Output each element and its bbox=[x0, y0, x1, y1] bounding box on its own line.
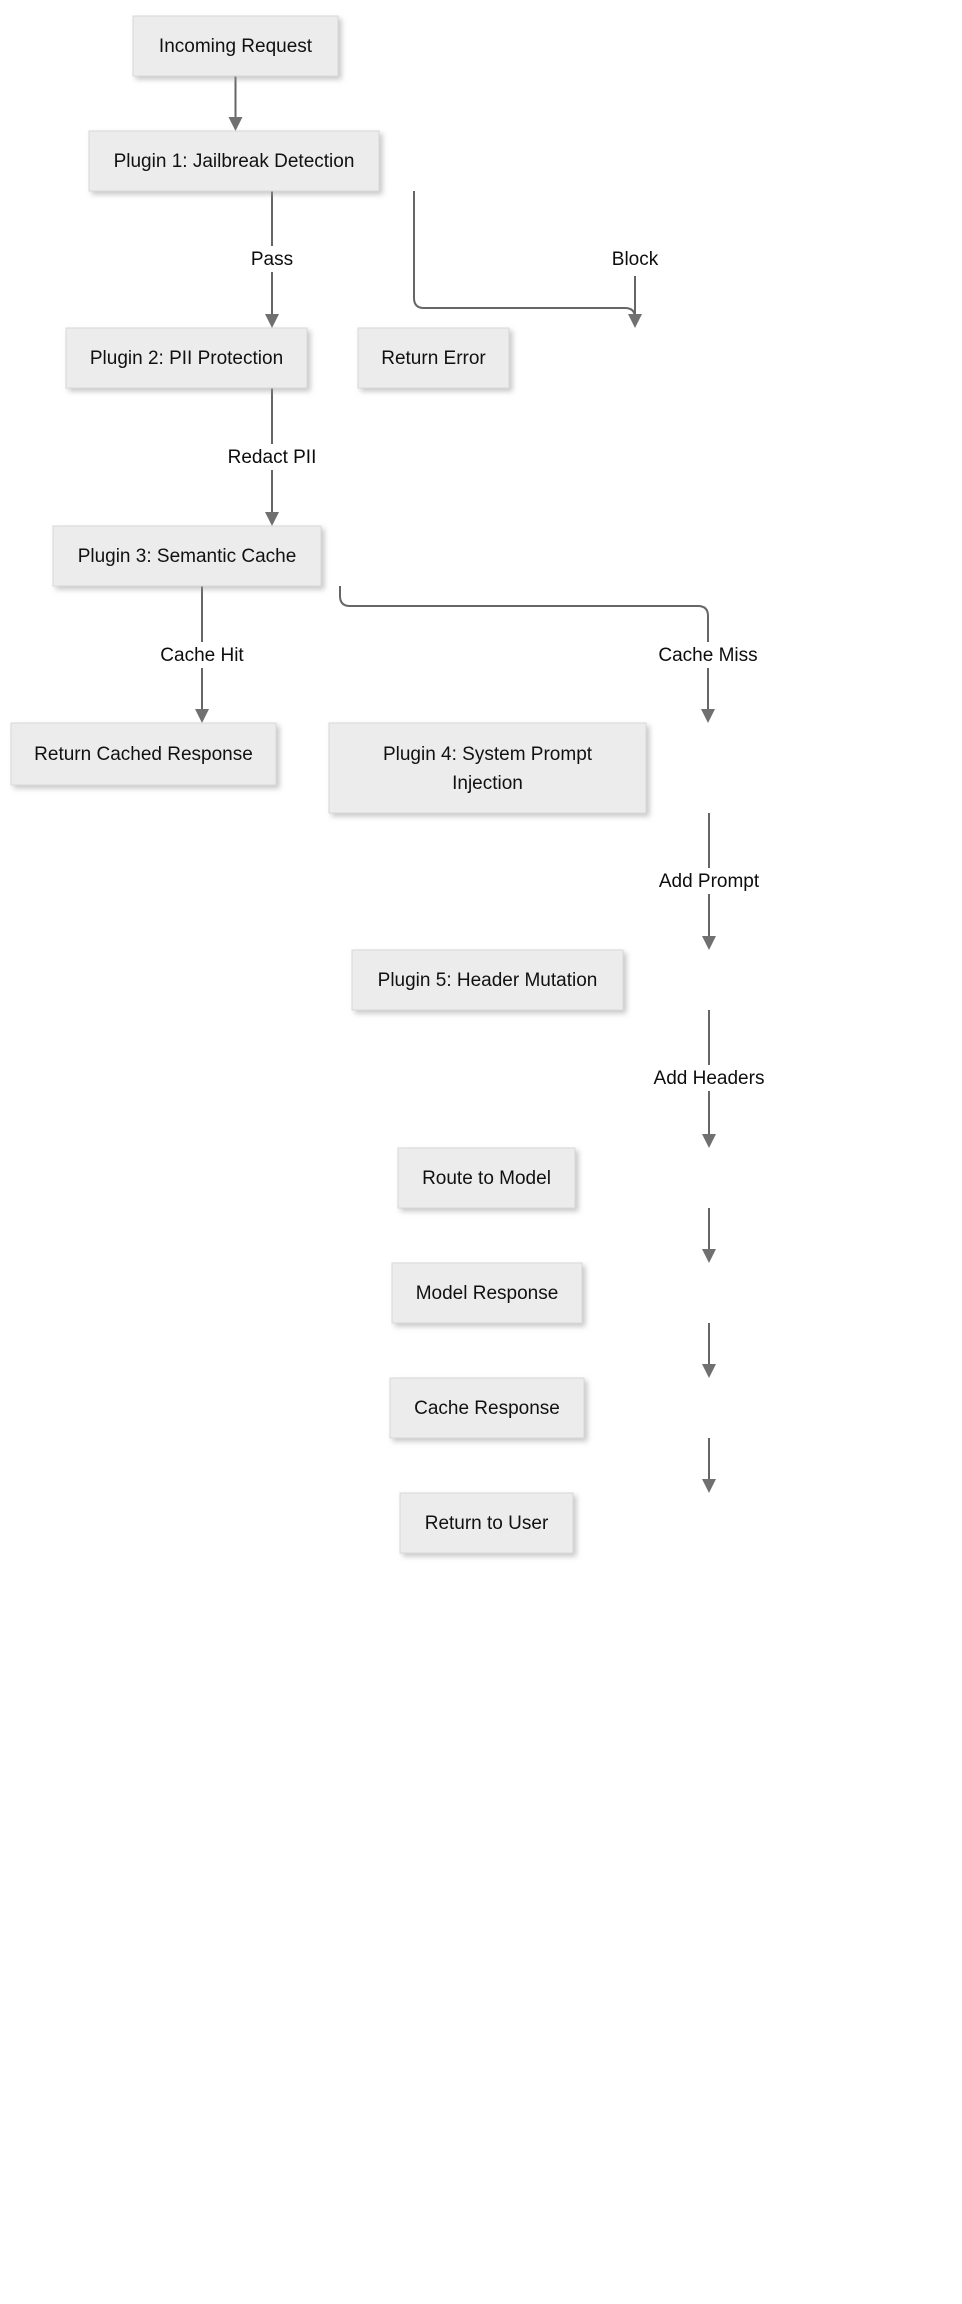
node-label: Model Response bbox=[416, 1283, 559, 1304]
svg-text:Cache Miss: Cache Miss bbox=[658, 645, 757, 666]
edge-label-cache-miss: Cache Miss bbox=[648, 642, 768, 668]
edge-label-add-headers: Add Headers bbox=[642, 1065, 776, 1091]
node-label-line-2: Injection bbox=[452, 773, 523, 794]
edges-layer bbox=[195, 76, 716, 1493]
svg-text:Redact PII: Redact PII bbox=[228, 447, 317, 468]
node-plugin-2-pii-protection[interactable]: Plugin 2: PII Protection bbox=[65, 327, 308, 389]
node-label: Plugin 5: Header Mutation bbox=[378, 970, 598, 991]
edge-label-add-prompt: Add Prompt bbox=[645, 868, 773, 894]
node-label-line-1: Plugin 4: System Prompt bbox=[383, 744, 593, 765]
edge-routemodel-to-modelresponse bbox=[702, 1208, 716, 1263]
node-label: Plugin 2: PII Protection bbox=[90, 348, 283, 369]
node-incoming-request[interactable]: Incoming Request bbox=[132, 15, 339, 77]
node-label: Return to User bbox=[425, 1513, 549, 1534]
node-label: Plugin 3: Semantic Cache bbox=[78, 546, 297, 567]
node-plugin-5-header-mutation[interactable]: Plugin 5: Header Mutation bbox=[351, 949, 624, 1011]
edge-incoming-to-plugin1 bbox=[228, 76, 243, 131]
edge-label-block: Block bbox=[599, 246, 671, 272]
edge-modelresponse-to-cacheresponse bbox=[702, 1323, 716, 1378]
svg-text:Cache Hit: Cache Hit bbox=[160, 645, 244, 666]
node-return-error[interactable]: Return Error bbox=[357, 327, 510, 389]
node-label: Return Cached Response bbox=[34, 744, 253, 765]
node-label: Route to Model bbox=[422, 1168, 551, 1189]
nodes-layer: Incoming Request Plugin 1: Jailbreak Det… bbox=[10, 15, 647, 1554]
edge-plugin1-to-returnerror bbox=[413, 191, 642, 328]
node-plugin-4-system-prompt-injection[interactable]: Plugin 4: System Prompt Injection bbox=[328, 722, 647, 814]
node-cache-response[interactable]: Cache Response bbox=[389, 1377, 585, 1439]
node-plugin-1-jailbreak-detection[interactable]: Plugin 1: Jailbreak Detection bbox=[88, 130, 380, 192]
node-return-cached-response[interactable]: Return Cached Response bbox=[10, 722, 277, 786]
node-label: Return Error bbox=[381, 348, 486, 369]
edge-plugin3-to-plugin4 bbox=[339, 586, 715, 723]
node-label: Plugin 1: Jailbreak Detection bbox=[114, 151, 355, 172]
svg-text:Add Prompt: Add Prompt bbox=[659, 871, 760, 892]
node-model-response[interactable]: Model Response bbox=[391, 1262, 583, 1324]
edge-labels-layer: Pass Block Redact PII Cache Hit Cache Mi… bbox=[148, 246, 776, 1091]
edge-label-redact-pii: Redact PII bbox=[216, 444, 328, 470]
node-return-to-user[interactable]: Return to User bbox=[399, 1492, 574, 1554]
edge-label-pass: Pass bbox=[240, 246, 304, 272]
svg-text:Add Headers: Add Headers bbox=[654, 1068, 765, 1089]
node-label: Incoming Request bbox=[159, 36, 313, 57]
edge-label-cache-hit: Cache Hit bbox=[148, 642, 256, 668]
node-plugin-3-semantic-cache[interactable]: Plugin 3: Semantic Cache bbox=[52, 525, 322, 587]
edge-cacheresponse-to-returnuser bbox=[702, 1438, 716, 1493]
node-route-to-model[interactable]: Route to Model bbox=[397, 1147, 576, 1209]
svg-text:Block: Block bbox=[612, 249, 659, 270]
node-label: Cache Response bbox=[414, 1398, 560, 1419]
svg-text:Pass: Pass bbox=[251, 249, 293, 270]
